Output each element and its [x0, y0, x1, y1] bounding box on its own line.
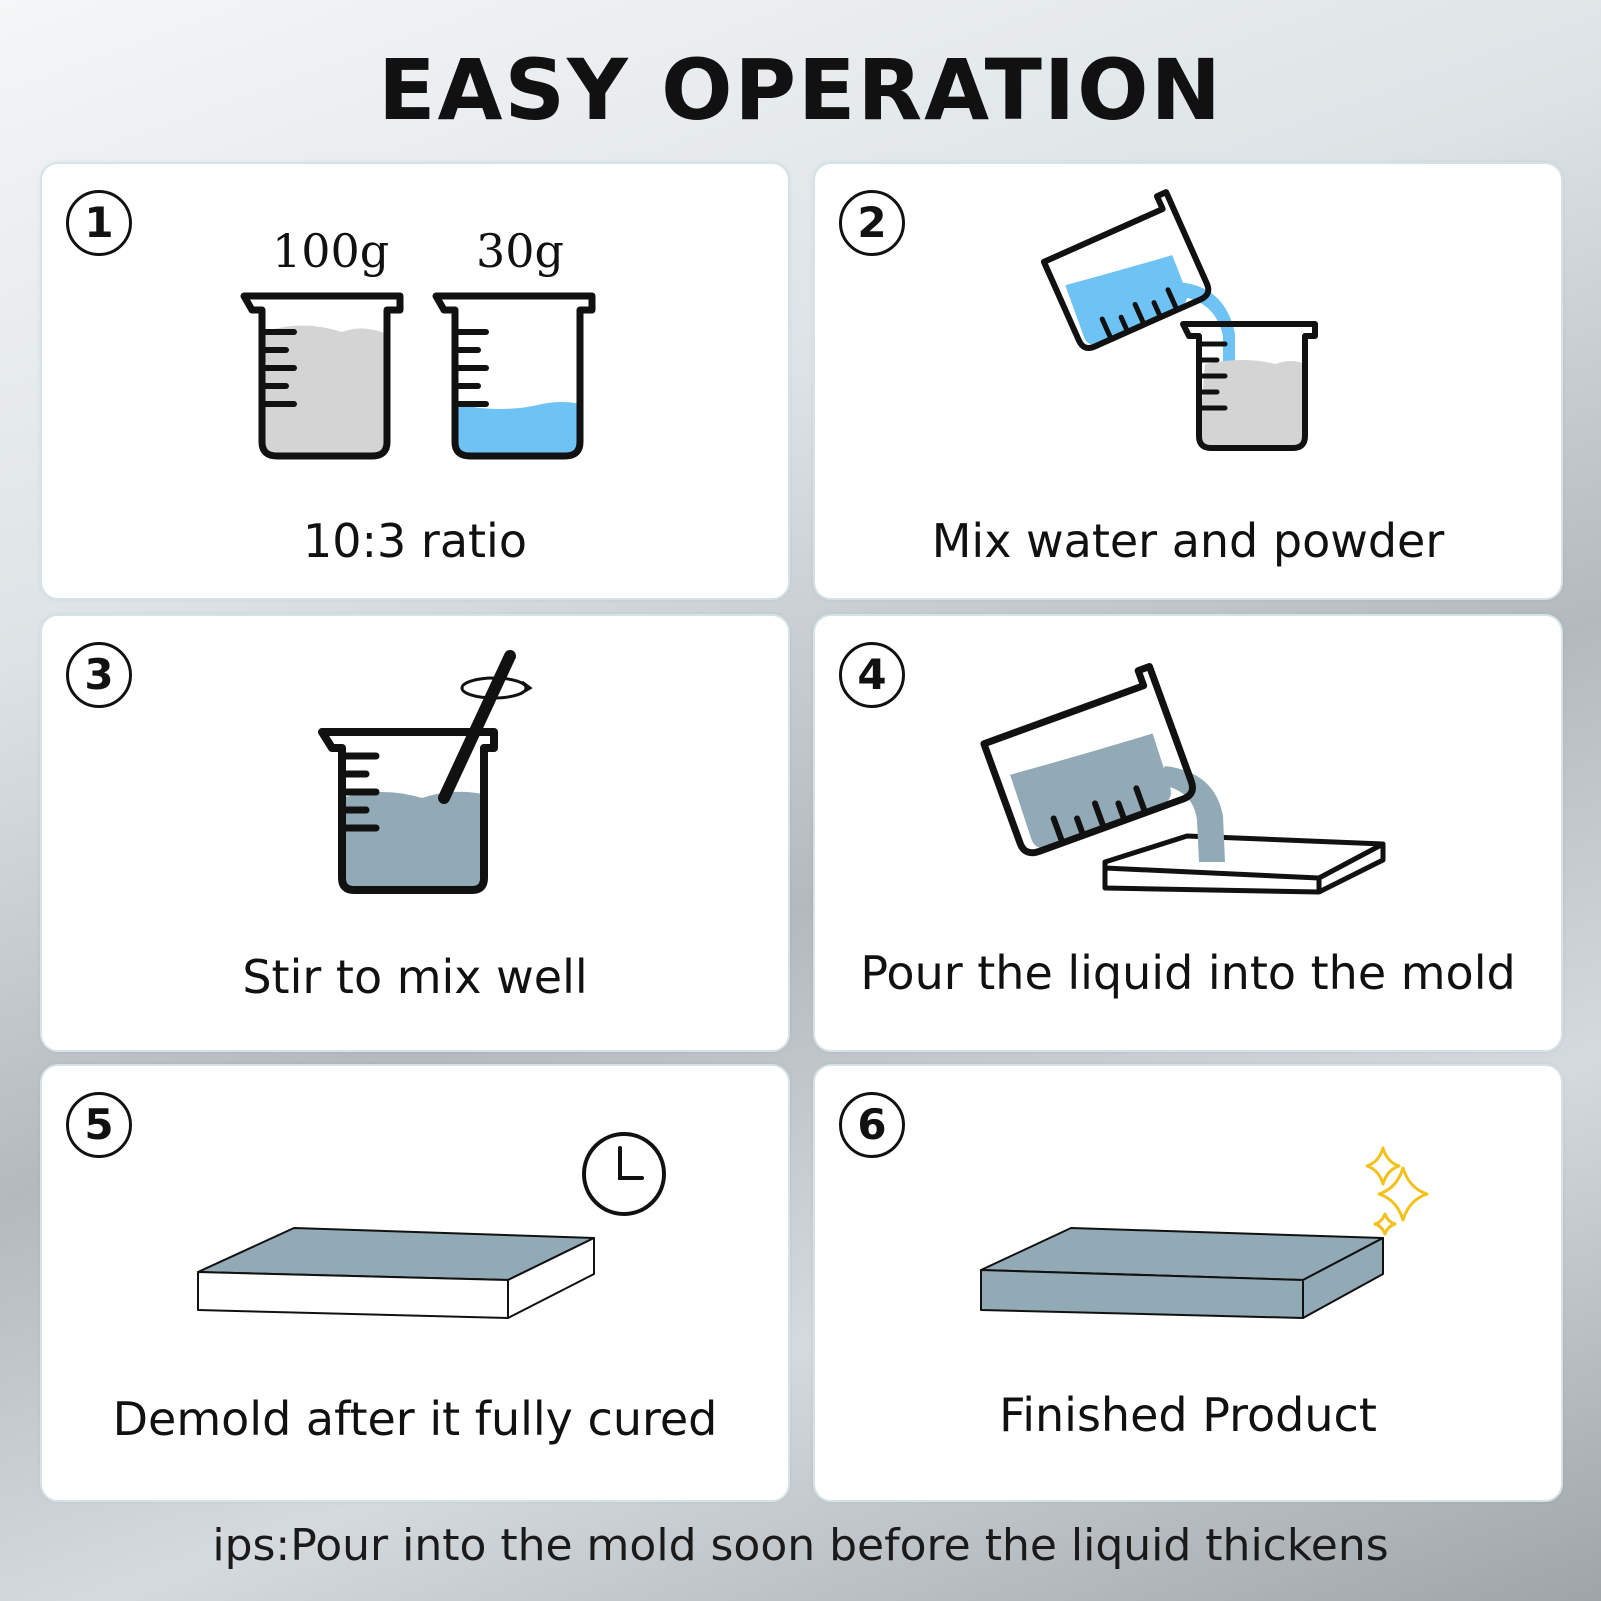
step-caption-1: 10:3 ratio — [303, 514, 527, 568]
step-number-5: 5 — [66, 1092, 132, 1158]
finished-block-icon — [980, 1146, 1429, 1319]
step-number-6: 6 — [839, 1092, 905, 1158]
page-title: EASY OPERATION — [378, 41, 1223, 139]
stirring-beaker-icon — [318, 650, 533, 894]
step-caption-3: Stir to mix well — [242, 950, 588, 1004]
step-caption-6: Finished Product — [999, 1388, 1377, 1442]
step-card-5: 5 Demold after it fully cured — [40, 1064, 790, 1502]
step-number-4: 4 — [839, 642, 905, 708]
pouring-water-icon — [1040, 189, 1318, 451]
water-weight-label: 30g — [476, 224, 564, 278]
step-card-4: 4 Pour the liquid into the mold — [813, 614, 1563, 1052]
curing-block-icon — [197, 1132, 666, 1319]
powder-weight-label: 100g — [272, 224, 390, 278]
step-card-2: 2 Mix water and powder — [813, 162, 1563, 600]
step-caption-5: Demold after it fully cured — [112, 1392, 718, 1446]
step-card-1: 1 100g 30g 10:3 ratio — [40, 162, 790, 600]
step-caption-2: Mix water and powder — [931, 514, 1445, 568]
step-caption-4: Pour the liquid into the mold — [860, 946, 1516, 1000]
step-number-1: 1 — [66, 190, 132, 256]
step-card-3: 3 Stir to mix well — [40, 614, 790, 1052]
pouring-into-mold-icon — [980, 663, 1386, 906]
tip-text: ips:Pour into the mold soon before the l… — [212, 1520, 1389, 1571]
beakers-icon — [240, 292, 596, 460]
step-number-2: 2 — [839, 190, 905, 256]
step-number-3: 3 — [66, 642, 132, 708]
step-card-6: 6 Finished Product — [813, 1064, 1563, 1502]
